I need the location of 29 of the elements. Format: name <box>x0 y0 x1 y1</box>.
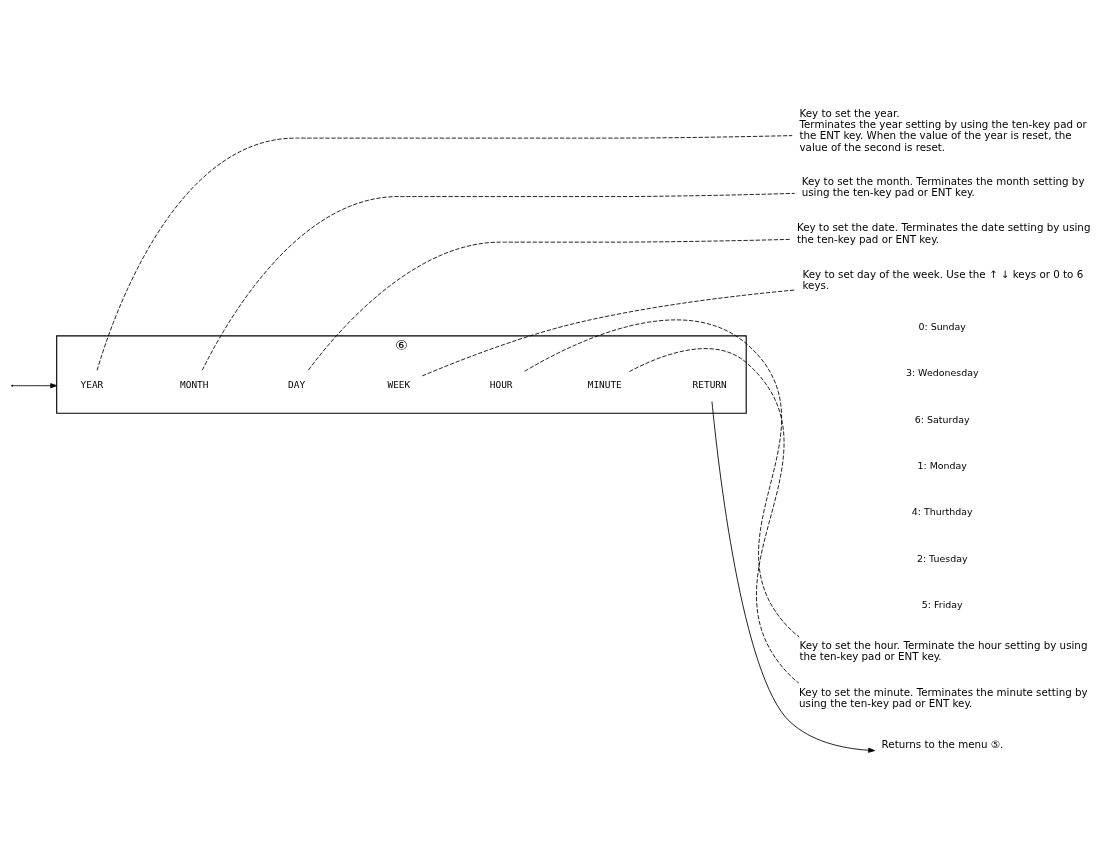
arrow <box>12 383 58 389</box>
node-text: Key to set the hour. Terminate the hour setting by using the ten-key pad or ENT key. <box>799 639 1088 663</box>
node-text: MINUTE <box>587 379 622 391</box>
node-text: Key to set the date. Terminates the date setting by using the ten-key pad or ENT key. <box>796 221 1091 245</box>
label: 3: Wedonesday <box>905 367 979 379</box>
connector <box>201 192 796 371</box>
connector <box>421 289 796 377</box>
node-text: MONTH <box>180 379 209 391</box>
node-text: HOUR <box>489 379 513 391</box>
connector <box>628 348 800 684</box>
node-text: RETURN <box>692 379 727 391</box>
node-text: Key to set the year. Terminates the year setting by using the ten-key pad or the ENT key. When the value of the year is reset, the value of the second is reset. <box>799 107 1087 153</box>
connector <box>308 238 791 371</box>
label: 0: Sunday <box>918 320 966 332</box>
node-text: Key to set the month. Terminates the month setting by using the ten-key pad or ENT key. <box>801 175 1085 199</box>
label: 5: Friday <box>921 599 963 611</box>
node-text: Key to set the minute. Terminates the minute setting by using the ten-key pad or ENT key. <box>799 685 1088 709</box>
arrow <box>711 401 876 753</box>
node-text: WEEK <box>387 379 411 391</box>
label: 6: Saturday <box>914 413 970 425</box>
node-text: YEAR <box>80 379 104 391</box>
node-text: DAY <box>288 379 306 391</box>
connector <box>96 135 793 371</box>
label: 4: Thurthday <box>911 506 973 518</box>
node-text: Returns to the menu ⑤. <box>881 737 1004 750</box>
connector <box>524 319 800 638</box>
label: 1: Monday <box>917 459 967 471</box>
node-text: Key to set day of the week. Use the ↑ ↓ keys or 0 to 6 keys. <box>802 267 1084 292</box>
label: 2: Tuesday <box>916 552 968 564</box>
